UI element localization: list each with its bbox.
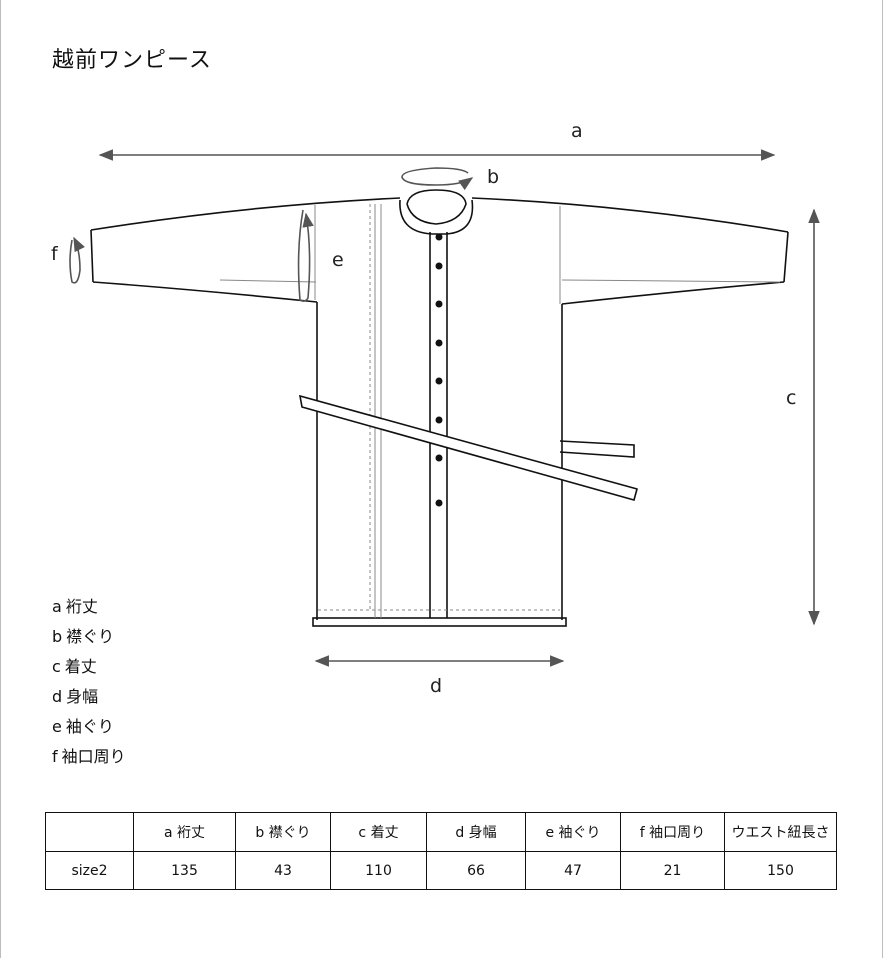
seam-lines bbox=[219, 204, 781, 618]
left-cuff bbox=[90, 229, 94, 283]
dimension-label-a: a bbox=[571, 120, 583, 142]
table-header-row: a 裄丈 b 襟ぐり c 着丈 d 身幅 e 袖ぐり f 袖口周り ウエスト紐長… bbox=[45, 812, 837, 852]
table-cell: 47 bbox=[525, 851, 621, 890]
page-right-border bbox=[882, 0, 883, 958]
table-row: size2 135 43 110 66 47 21 150 bbox=[45, 851, 837, 890]
dress-outline bbox=[90, 189, 789, 627]
button bbox=[435, 339, 443, 347]
buttons bbox=[435, 233, 443, 507]
button bbox=[435, 377, 443, 385]
arrow-f bbox=[69, 236, 85, 284]
left-sleeve-underside bbox=[92, 281, 318, 303]
dimension-label-d: d bbox=[430, 675, 442, 697]
sleeve-upper-line bbox=[90, 197, 401, 231]
table-header: f 袖口周り bbox=[620, 812, 725, 852]
waist-belt bbox=[298, 394, 638, 501]
collar-outer bbox=[399, 199, 474, 235]
hem bbox=[312, 617, 567, 627]
table-header: b 襟ぐり bbox=[235, 812, 331, 852]
table-cell: 43 bbox=[235, 851, 331, 890]
sleeve-upper-line-right bbox=[471, 197, 789, 233]
table-header bbox=[45, 812, 134, 852]
dimension-label-e: e bbox=[332, 249, 344, 271]
dimension-label-c: c bbox=[786, 387, 796, 409]
arrow-b bbox=[401, 167, 474, 191]
table-header: d 身幅 bbox=[426, 812, 526, 852]
table-header: a 裄丈 bbox=[133, 812, 236, 852]
page-left-border bbox=[0, 0, 1, 958]
table-cell: 21 bbox=[620, 851, 725, 890]
size-table: a 裄丈 b 襟ぐり c 着丈 d 身幅 e 袖ぐり f 袖口周り ウエスト紐長… bbox=[45, 812, 837, 890]
button bbox=[435, 262, 443, 270]
table-cell: size2 bbox=[45, 851, 134, 890]
dimension-label-b: b bbox=[487, 166, 499, 188]
table-header: e 袖ぐり bbox=[525, 812, 621, 852]
collar-inner bbox=[406, 189, 467, 225]
dimension-label-f: f bbox=[51, 243, 59, 265]
button bbox=[435, 300, 443, 308]
button bbox=[435, 233, 443, 241]
button bbox=[435, 499, 443, 507]
left-sleeve-inner-line bbox=[219, 279, 317, 283]
button bbox=[435, 416, 443, 424]
right-cuff bbox=[783, 231, 789, 283]
table-header: c 着丈 bbox=[330, 812, 427, 852]
belt-tail-right bbox=[559, 440, 635, 458]
arrow-e bbox=[297, 209, 314, 302]
page-title: 越前ワンピース bbox=[52, 48, 212, 73]
table-cell: 135 bbox=[133, 851, 236, 890]
right-sleeve-underside bbox=[561, 281, 785, 305]
table-cell: 150 bbox=[724, 851, 837, 890]
table-header: ウエスト紐長さ bbox=[724, 812, 837, 852]
table-cell: 110 bbox=[330, 851, 427, 890]
table-cell: 66 bbox=[426, 851, 526, 890]
button bbox=[435, 454, 443, 462]
right-sleeve-inner-line bbox=[561, 279, 781, 283]
